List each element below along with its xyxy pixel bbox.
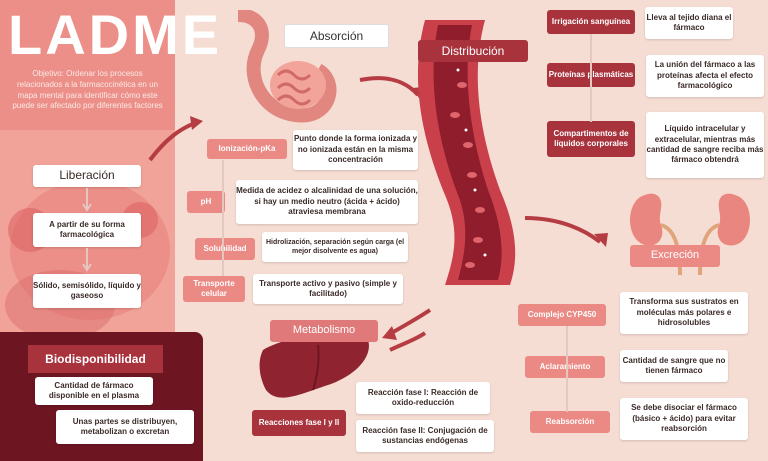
objective-text: Objetivo: Ordenar los procesos relaciona… — [12, 69, 163, 111]
biodisponibilidad-item-0: Cantidad de fármaco disponible en el pla… — [35, 377, 153, 405]
metabolismo-value-0: Reacción fase I: Reacción de oxido-reduc… — [356, 382, 490, 414]
distribucion-value-1: La unión del fármaco a las proteínas afe… — [646, 55, 764, 97]
kidney-illustration — [630, 193, 750, 276]
connector-lines — [222, 160, 224, 276]
down-arrow-icon — [82, 188, 92, 212]
metabolismo-key: Reacciones fase I y II — [252, 410, 346, 436]
metabolismo-value-1: Reacción fase II: Conjugación de sustanc… — [356, 420, 494, 452]
biodisponibilidad-item-1: Unas partes se distribuyen, metabolizan … — [56, 410, 194, 444]
connector-lines — [590, 34, 592, 122]
absorcion-value-1: Medida de acidez o alcalinidad de una so… — [236, 180, 418, 224]
blood-vessel-illustration — [417, 20, 516, 285]
title-box — [0, 0, 175, 130]
excrecion-value-1: Cantidad de sangre que no tienen fármaco — [620, 350, 728, 382]
absorcion-key-2: Solubilidad — [195, 238, 255, 260]
liberacion-item-0: A partir de su forma farmacológica — [33, 213, 141, 247]
liberacion-item-1: Sólido, semisólido, líquido y gaseoso — [33, 274, 141, 308]
absorcion-value-2: Hidrolización, separación según carga (e… — [262, 232, 408, 262]
excrecion-value-0: Transforma sus sustratos en moléculas má… — [620, 292, 748, 334]
biodisponibilidad-label: Biodisponibilidad — [28, 345, 163, 373]
excrecion-label: Excreción — [630, 245, 720, 267]
excrecion-key-2: Reabsorción — [530, 411, 610, 433]
absorcion-key-0: Ionización-pKa — [207, 139, 287, 159]
connector-lines — [566, 326, 568, 412]
distribucion-value-2: Líquido intracelular y extracelular, mie… — [646, 112, 764, 178]
distribucion-label: Distribución — [418, 40, 528, 62]
digestive-illustration — [237, 10, 337, 123]
absorcion-key-3: Transporte celular — [183, 276, 245, 302]
liberacion-label: Liberación — [33, 165, 141, 187]
excrecion-key-1: Aclaramiento — [525, 356, 605, 378]
down-arrow-icon — [82, 248, 92, 272]
metabolismo-label: Metabolismo — [270, 320, 378, 342]
distribucion-value-0: Lleva al tejido diana el fármaco — [645, 7, 733, 39]
distribucion-key-2: Compartimentos de líquidos corporales — [547, 121, 635, 157]
excrecion-key-0: Complejo CYP450 — [518, 304, 606, 326]
liver-illustration — [259, 334, 369, 398]
distribucion-key-0: Irrigación sanguínea — [547, 10, 635, 34]
absorcion-value-0: Punto donde la forma ionizada y no ioniz… — [293, 130, 418, 170]
absorcion-key-1: pH — [187, 191, 225, 213]
absorcion-value-3: Transporte activo y pasivo (simple y fac… — [253, 274, 403, 304]
absorcion-label: Absorción — [284, 24, 389, 48]
page-title: LADME — [8, 3, 223, 66]
excrecion-value-2: Se debe disociar el fármaco (básico + ác… — [620, 398, 748, 440]
